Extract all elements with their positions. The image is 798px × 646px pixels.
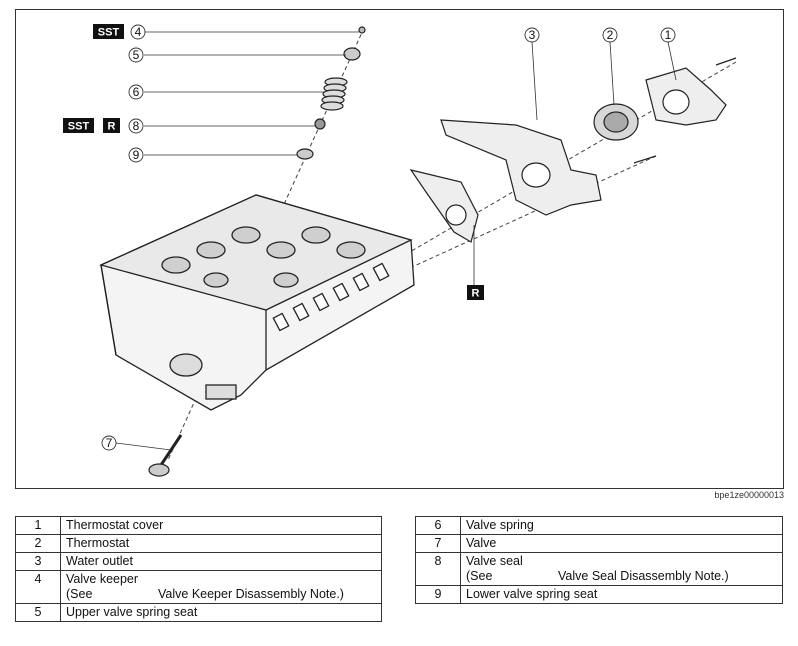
- note-link[interactable]: Valve Seal Disassembly Note.): [558, 569, 729, 583]
- sst-badge-8: SST: [63, 118, 94, 133]
- table-row: 5 Upper valve spring seat: [15, 603, 382, 622]
- table-row: 6 Valve spring: [415, 516, 783, 535]
- part-number: 6: [415, 516, 461, 535]
- table-row: 9 Lower valve spring seat: [415, 585, 783, 604]
- table-row: 4 Valve keeper (See Valve Keeper Disasse…: [15, 570, 382, 604]
- part-number: 7: [415, 534, 461, 553]
- replace-badge-8: R: [103, 118, 120, 133]
- cooling-parts-drawing: [409, 57, 737, 243]
- part-name: Valve spring: [460, 516, 783, 535]
- note-see-text: (See: [66, 587, 93, 601]
- table-row: 1 Thermostat cover: [15, 516, 382, 535]
- table-row: 3 Water outlet: [15, 552, 382, 571]
- parts-table-left: 1 Thermostat cover 2 Thermostat 3 Water …: [15, 516, 382, 622]
- part-note: (See Valve Keeper Disassembly Note.): [66, 587, 376, 602]
- callout-9: 9: [133, 148, 140, 162]
- callout-2: 2: [607, 28, 614, 42]
- replace-badge-text: R: [472, 288, 480, 300]
- part-number: 1: [15, 516, 61, 535]
- part-name: Valve seal: [466, 554, 523, 568]
- part-name: Valve keeper: [66, 572, 139, 586]
- part-name: Thermostat cover: [60, 516, 382, 535]
- parts-table-right: 6 Valve spring 7 Valve 8 Valve seal (See…: [415, 516, 783, 604]
- part-number: 4: [15, 570, 61, 604]
- callout-3: 3: [529, 28, 536, 42]
- part-note: (See Valve Seal Disassembly Note.): [466, 569, 777, 584]
- part-number: 5: [15, 603, 61, 622]
- engine-illustration: SST SST R R 4 5 6 8 9 7 3 2 1: [63, 24, 737, 477]
- sst-badge-text: SST: [68, 121, 90, 133]
- replace-badge-text: R: [108, 121, 116, 133]
- part-number: 2: [15, 534, 61, 553]
- callout-1: 1: [665, 28, 672, 42]
- note-see-text: (See: [466, 569, 493, 583]
- table-row: 7 Valve: [415, 534, 783, 553]
- figure-id: bpe1ze00000013: [714, 490, 784, 500]
- exploded-diagram: SST SST R R 4 5 6 8 9 7 3 2 1: [15, 9, 784, 489]
- callout-7: 7: [106, 436, 113, 450]
- callout-6: 6: [133, 85, 140, 99]
- part-number: 9: [415, 585, 461, 604]
- part-number: 8: [415, 552, 461, 586]
- note-link[interactable]: Valve Keeper Disassembly Note.): [158, 587, 344, 601]
- callout-8: 8: [133, 119, 140, 133]
- callout-5: 5: [133, 48, 140, 62]
- callout-4: 4: [135, 25, 142, 39]
- table-row: 8 Valve seal (See Valve Seal Disassembly…: [415, 552, 783, 586]
- valve-parts-drawing: [148, 26, 366, 477]
- sst-badge-4: SST: [93, 24, 124, 39]
- table-row: 2 Thermostat: [15, 534, 382, 553]
- part-name: Lower valve spring seat: [460, 585, 783, 604]
- part-name: Water outlet: [60, 552, 382, 571]
- part-name: Valve: [460, 534, 783, 553]
- replace-badge-gasket: R: [467, 285, 484, 300]
- part-name: Upper valve spring seat: [60, 603, 382, 622]
- part-cell: Valve keeper (See Valve Keeper Disassemb…: [60, 570, 382, 604]
- part-name: Thermostat: [60, 534, 382, 553]
- sst-badge-text: SST: [98, 27, 120, 39]
- cylinder-head-drawing: [99, 194, 415, 411]
- part-cell: Valve seal (See Valve Seal Disassembly N…: [460, 552, 783, 586]
- part-number: 3: [15, 552, 61, 571]
